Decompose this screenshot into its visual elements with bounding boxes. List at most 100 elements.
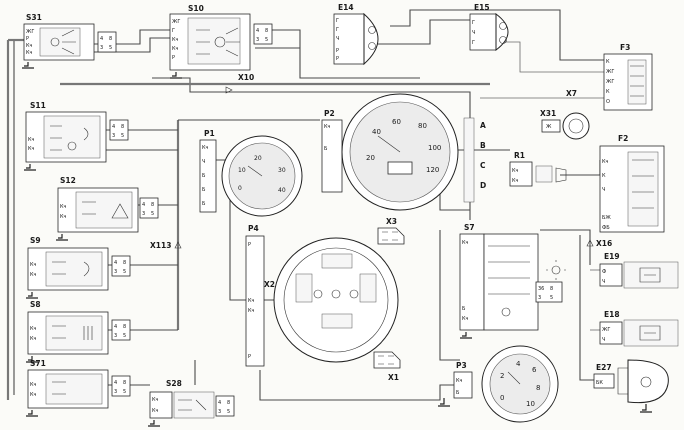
svg-text:Кч: Кч [462,316,469,322]
svg-text:Г: Г [172,28,175,34]
label-x2: X2 [264,280,275,289]
svg-text:3: 3 [112,133,115,139]
svg-text:20: 20 [366,154,375,162]
fuse-block-f2: Кч К Ч БЖ ФБ [599,145,665,233]
svg-text:Кч: Кч [60,214,67,220]
svg-text:8: 8 [121,124,124,130]
svg-text:8: 8 [227,400,230,406]
svg-text:Кч: Кч [202,145,209,151]
svg-text:Ф: Ф [602,269,607,275]
svg-text:8: 8 [123,380,126,386]
svg-text:4: 4 [114,380,117,386]
svg-text:5: 5 [109,45,112,51]
p2-side-terminals: A B C D [463,117,486,203]
svg-text:3: 3 [114,333,117,339]
svg-text:Б: Б [202,201,206,207]
svg-text:К: К [606,59,610,65]
svg-text:Кч: Кч [26,50,33,56]
svg-text:4: 4 [114,324,117,330]
svg-text:Ч: Ч [602,279,605,285]
svg-text:Б: Б [324,146,328,152]
svg-text:5: 5 [121,133,124,139]
svg-text:4: 4 [100,36,103,42]
label-e18: E18 [604,310,620,319]
label-e15: E15 [474,3,490,12]
svg-text:Кч: Кч [26,43,33,49]
svg-text:Р: Р [248,242,251,248]
svg-text:4: 4 [256,28,259,34]
label-e14: E14 [338,3,354,12]
speedometer-p2: Кч Б 20 40 60 80 100 120 A B C D [321,93,486,211]
connector-x3 [377,227,405,245]
svg-text:Б: Б [462,306,466,312]
gauge-p3: Кч Б 0 2 4 6 8 10 [438,345,559,423]
svg-text:3: 3 [538,295,541,301]
sensor-r1: Кч Кч [509,161,567,187]
label-s7: S7 [464,223,475,232]
svg-text:20: 20 [254,155,262,162]
svg-text:Кч: Кч [172,37,179,43]
svg-text:Кч: Кч [248,298,255,304]
svg-text:Кч: Кч [512,178,519,184]
svg-text:5: 5 [123,269,126,275]
svg-text:0: 0 [238,185,242,192]
label-x7: X7 [566,89,577,98]
label-f2: F2 [618,134,628,143]
svg-text:Г: Г [336,18,339,24]
svg-text:36: 36 [538,286,544,292]
svg-text:2: 2 [500,372,504,380]
svg-text:Р: Р [336,56,339,62]
svg-text:B: B [480,141,486,150]
label-s12: S12 [60,176,76,185]
label-s10: S10 [188,4,204,13]
svg-text:Кч: Кч [248,308,255,314]
fuse-block-f3: К ЖГ ЖГ К О [603,53,653,111]
svg-text:Кч: Кч [30,272,37,278]
svg-text:ЖГ: ЖГ [172,19,180,25]
svg-text:Г: Г [472,20,475,26]
label-s71: S71 [30,359,46,368]
lamp-e14: Г Г Ч Р Р [333,12,379,66]
svg-text:3: 3 [256,37,259,43]
svg-text:ЖГ: ЖГ [26,29,34,35]
svg-text:5: 5 [265,37,268,43]
svg-text:3: 3 [218,409,221,415]
svg-text:6: 6 [532,366,537,374]
svg-text:8: 8 [550,286,553,292]
svg-text:Ч: Ч [602,187,605,193]
svg-text:8: 8 [536,384,540,392]
lamp-e19: Ф Ч [599,261,679,289]
svg-text:60: 60 [392,118,401,126]
svg-text:Кч: Кч [152,397,159,403]
svg-text:4: 4 [114,260,117,266]
svg-text:8: 8 [109,36,112,42]
connector-x1 [373,351,401,369]
svg-text:БК: БК [596,380,603,386]
label-p2: P2 [324,109,335,118]
svg-text:5: 5 [550,295,553,301]
x10-arrow-icon [225,86,233,94]
svg-text:3: 3 [100,45,103,51]
svg-text:Кч: Кч [30,262,37,268]
svg-text:D: D [480,181,486,190]
label-x3: X3 [386,217,397,226]
svg-text:Г: Г [336,27,339,33]
svg-text:Кч: Кч [172,46,179,52]
svg-text:Р: Р [336,48,339,54]
svg-text:Ч: Ч [602,337,605,343]
svg-text:4: 4 [142,202,145,208]
svg-text:ЖГ: ЖГ [606,79,614,85]
label-s11: S11 [30,101,46,110]
x16-arrow-icon [586,239,594,247]
svg-text:40: 40 [372,128,381,136]
svg-text:ЖГ: ЖГ [602,327,610,333]
svg-text:Кч: Кч [30,336,37,342]
label-x16: X16 [596,239,612,248]
svg-text:10: 10 [238,167,246,174]
svg-text:Ч: Ч [336,36,339,42]
